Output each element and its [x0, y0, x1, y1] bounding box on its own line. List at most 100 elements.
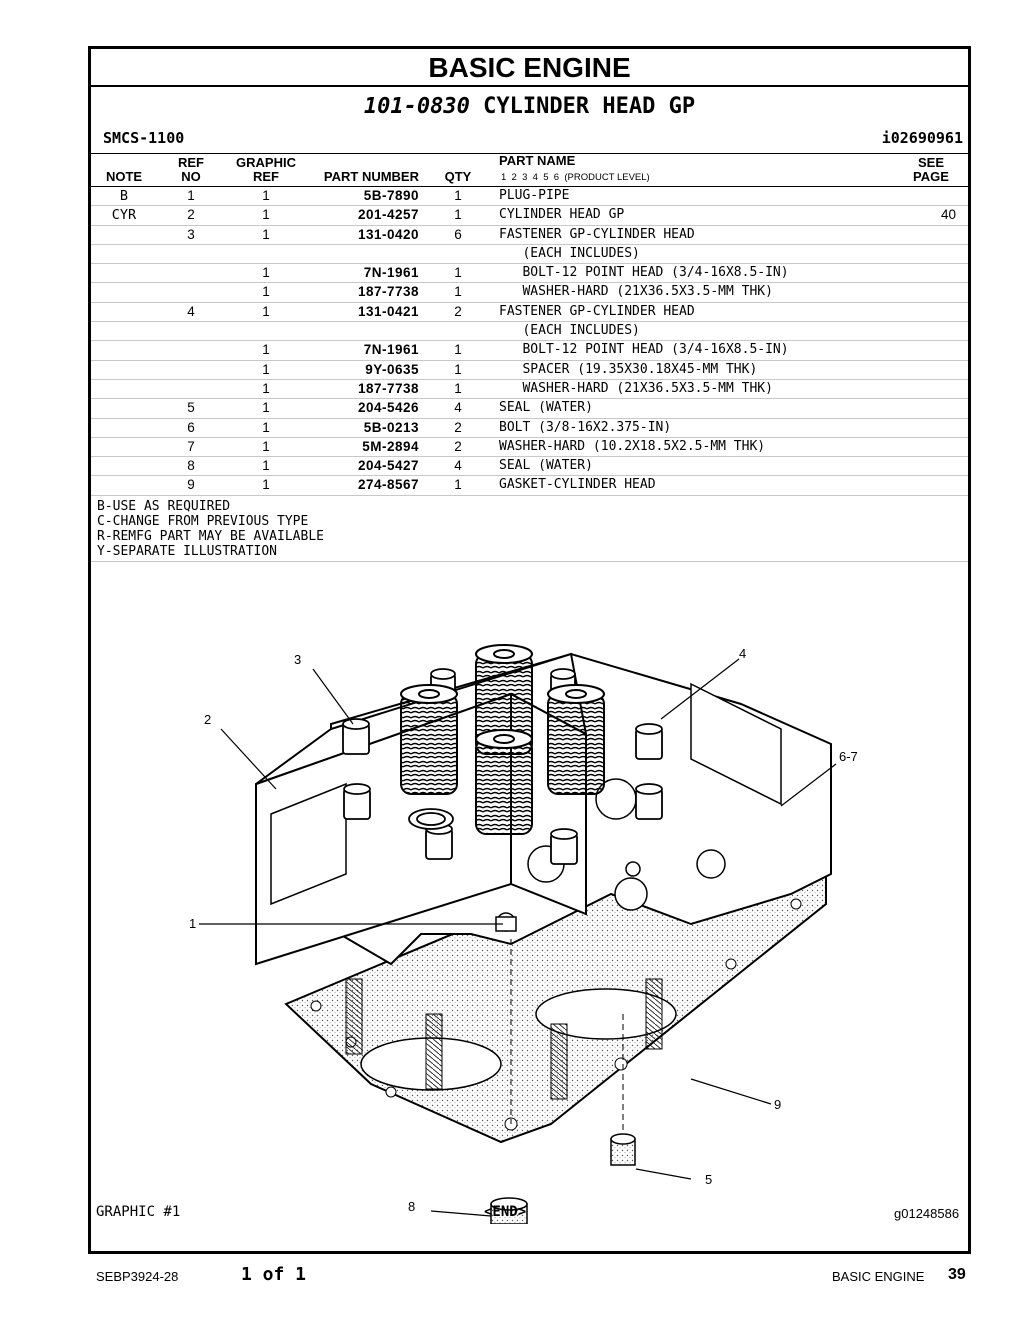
part-number-cell: 204-5427 [357, 458, 419, 474]
ref-no-cell: 5 [187, 400, 195, 416]
qty-cell: 2 [454, 419, 462, 435]
graphic-ref-cell: 1 [262, 419, 270, 435]
col-part-number: PART NUMBER [323, 169, 419, 184]
part-name-cell: BOLT-12 POINT HEAD (3/4-16X8.5-IN) [499, 265, 789, 281]
ref-no-cell: 9 [187, 477, 195, 493]
table-row: 5 1 204-5426 4 SEAL (WATER) [91, 399, 968, 419]
ref-no-cell: 4 [187, 303, 195, 319]
callout-9: 9 [774, 1097, 782, 1112]
group-description: CYLINDER HEAD GP [483, 94, 696, 119]
head-bolts-lower [345, 978, 663, 1100]
col-graphic-bottom: REF [253, 169, 279, 184]
notes-legend: B-USE AS REQUIRED C-CHANGE FROM PREVIOUS… [91, 496, 968, 562]
col-product-level: 1 2 3 4 5 6 (PRODUCT LEVEL) [501, 172, 650, 183]
part-name-cell: SPACER (19.35X30.18X45-MM THK) [499, 361, 758, 377]
part-name-cell: CYLINDER HEAD GP [499, 207, 625, 223]
table-row: (EACH INCLUDES) [91, 322, 968, 342]
part-name-cell: FASTENER GP-CYLINDER HEAD [499, 226, 695, 242]
callout-8: 8 [408, 1199, 416, 1214]
ref-no-cell: 7 [187, 438, 195, 454]
col-note: NOTE [105, 169, 143, 184]
ref-no-cell: 1 [187, 188, 195, 203]
graphic-ref-cell: 1 [262, 400, 270, 416]
graphic-ref-cell: 1 [262, 361, 270, 377]
qty-cell: 1 [454, 207, 462, 223]
table-row: B 1 1 5B-7890 1 PLUG-PIPE [91, 187, 968, 207]
graphic-ref-cell: 1 [262, 438, 270, 454]
part-number-cell: 5B-0213 [363, 419, 419, 435]
part-name-cell: WASHER-HARD (21X36.5X3.5-MM THK) [499, 284, 773, 300]
part-number-cell: 187-7738 [357, 284, 419, 300]
qty-cell: 1 [454, 265, 462, 281]
qty-cell: 4 [454, 400, 462, 416]
see-page-cell: 40 [940, 207, 956, 223]
ref-no-cell: 6 [187, 419, 195, 435]
alignment-lines [510, 939, 624, 1134]
table-row: 1 9Y-0635 1 SPACER (19.35X30.18X45-MM THK) [91, 361, 968, 380]
callout-6-7: 6-7 [839, 749, 858, 764]
part-number-cell: 7N-1961 [363, 342, 419, 358]
note-b: B-USE AS REQUIRED [97, 498, 231, 514]
qty-cell: 1 [454, 380, 462, 396]
graphic-ref-cell: 1 [262, 207, 270, 223]
qty-cell: 1 [454, 477, 462, 493]
graphic-id: g01248586 [894, 1206, 960, 1221]
note-cell: CYR [111, 207, 137, 224]
callout-1: 1 [189, 916, 197, 931]
callout-3: 3 [294, 652, 302, 667]
graphic-ref-cell: 1 [262, 265, 270, 281]
table-header: NOTE REF NO GRAPHIC REF PART NUMBER QTY … [91, 154, 968, 187]
part-name-cell: SEAL (WATER) [499, 458, 593, 474]
col-see-bottom: PAGE [913, 169, 949, 184]
qty-cell: 1 [454, 361, 462, 377]
col-part-name: PART NAME [499, 153, 576, 168]
graphic-label: GRAPHIC #1 [96, 1204, 181, 1220]
end-marker: <END> [484, 1204, 527, 1220]
water-seal-5 [610, 1133, 636, 1166]
part-name-cell: BOLT-12 POINT HEAD (3/4-16X8.5-IN) [499, 342, 789, 358]
footer-section: BASIC ENGINE [832, 1269, 925, 1284]
graphic-ref-cell: 1 [262, 477, 270, 493]
section-title: BASIC ENGINE [428, 52, 631, 83]
part-number-cell: 274-8567 [357, 477, 419, 493]
qty-cell: 4 [454, 458, 462, 474]
col-qty: QTY [444, 169, 472, 184]
col-see-top: SEE [917, 155, 944, 170]
part-number-cell: 204-5426 [357, 400, 419, 416]
cylinder-head-illustration [199, 644, 837, 1225]
valve-springs [400, 644, 605, 835]
ref-no-cell: 3 [187, 226, 195, 242]
water-seal-8 [490, 1197, 528, 1225]
table-row: 9 1 274-8567 1 GASKET-CYLINDER HEAD [91, 476, 968, 496]
part-number-cell: 201-4257 [357, 207, 419, 223]
part-number-cell: 9Y-0635 [365, 361, 419, 377]
parts-page-frame: BASIC ENGINE 101-0830 CYLINDER HEAD GP S… [88, 46, 971, 1254]
part-name-cell: BOLT (3/8-16X2.375-IN) [499, 419, 672, 435]
part-number-cell: 5B-7890 [363, 188, 419, 203]
part-name-cell: PLUG-PIPE [499, 188, 570, 203]
note-cell: B [119, 188, 129, 204]
part-number-cell: 7N-1961 [363, 265, 419, 281]
section-title-box: BASIC ENGINE [91, 49, 968, 87]
group-title: 101-0830 CYLINDER HEAD GP [91, 87, 968, 125]
part-name-cell: FASTENER GP-CYLINDER HEAD [499, 303, 695, 319]
part-name-cell: SEAL (WATER) [499, 400, 593, 416]
code-line: SMCS-1100 i02690961 [91, 125, 968, 154]
part-name-cell: WASHER-HARD (10.2X18.5X2.5-MM THK) [499, 438, 766, 454]
qty-cell: 1 [454, 284, 462, 300]
footer-doc-number: SEBP3924-28 [96, 1269, 179, 1284]
part-number-cell: 131-0420 [357, 226, 419, 242]
qty-cell: 1 [454, 188, 462, 203]
graphic-ref-cell: 1 [262, 188, 270, 203]
part-name-cell: GASKET-CYLINDER HEAD [499, 477, 656, 493]
table-row: 6 1 5B-0213 2 BOLT (3/8-16X2.375-IN) [91, 419, 968, 438]
callout-4: 4 [739, 646, 747, 661]
graphic-ref-cell: 1 [262, 226, 270, 242]
graphic-ref-cell: 1 [262, 458, 270, 474]
